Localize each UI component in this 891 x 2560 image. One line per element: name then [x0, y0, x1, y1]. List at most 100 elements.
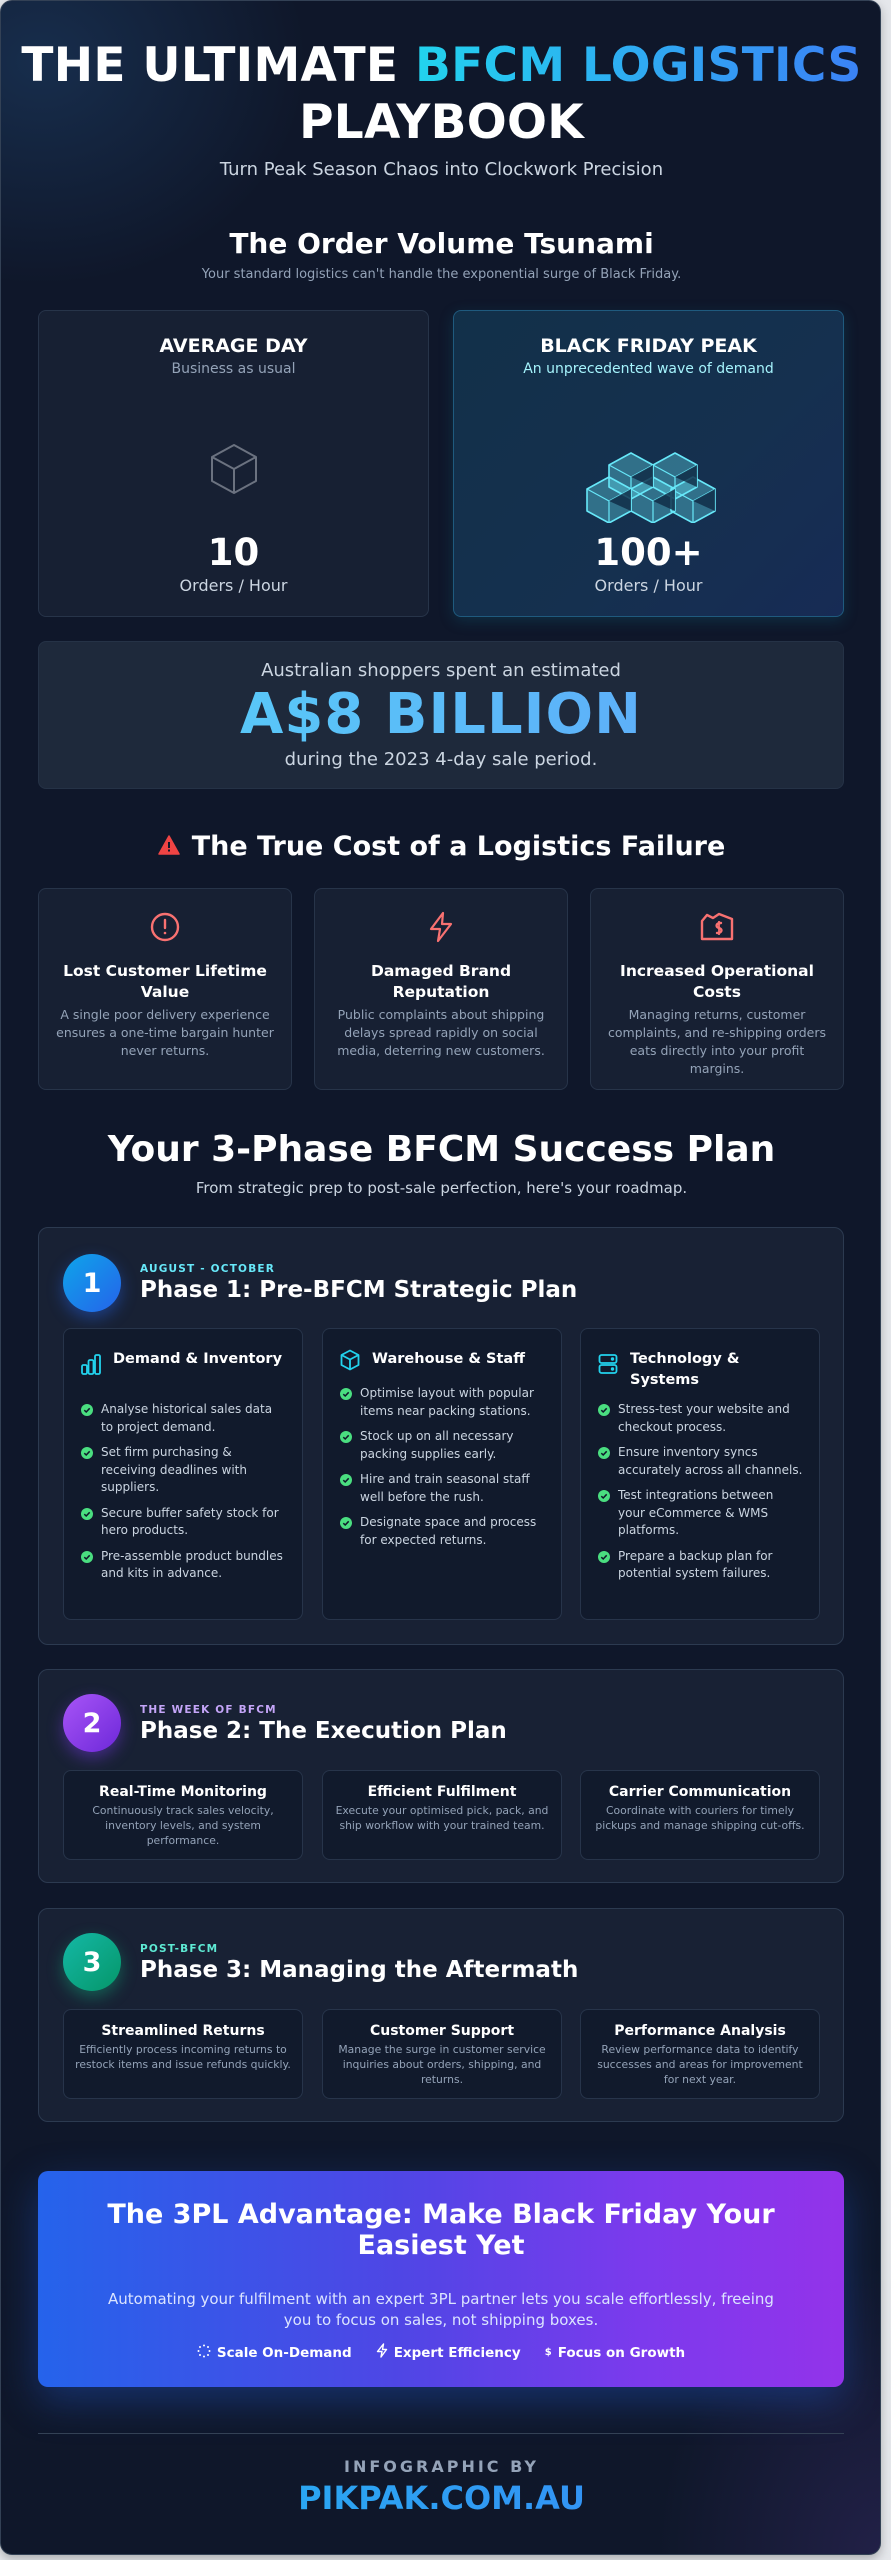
volume-title: The Order Volume Tsunami [229, 227, 654, 260]
orders-unit: Orders / Hour [594, 576, 703, 595]
check-circle-icon [81, 1404, 93, 1416]
checklist-item: Prepare a backup plan for potential syst… [598, 1548, 803, 1583]
cost-card-title: Increased Operational Costs [620, 962, 814, 1001]
stat-post-text: during the 2023 4-day sale period. [284, 749, 598, 770]
cost-card-lifetime-value: Lost Customer Lifetime Value A single po… [38, 888, 292, 1090]
phase-3-card: 3 POST-BFCM Phase 3: Managing the Afterm… [38, 1908, 844, 2122]
phase-card-title: Customer Support [369, 2023, 515, 2039]
cost-card-operational-costs: Increased Operational Costs Managing ret… [590, 888, 844, 1090]
volume-subtitle: Your standard logistics can't handle the… [201, 267, 682, 282]
stat-pre-text: Australian shoppers spent an estimated [261, 660, 621, 681]
main-subtitle: Turn Peak Season Chaos into Clockwork Pr… [219, 159, 664, 180]
phase-card-performance-analysis: Performance Analysis Review performance … [580, 2009, 820, 2099]
box-icon [340, 1349, 362, 1375]
check-circle-icon [598, 1490, 610, 1502]
checklist-item: Ensure inventory syncs accurately across… [598, 1444, 803, 1479]
orders-value: 10 [207, 531, 260, 574]
feature-expert-efficiency: Expert Efficiency [376, 2343, 521, 2362]
cta-text: Automating your fulfilment with an exper… [108, 2290, 774, 2329]
technology-systems-column: Technology & Systems Stress-test your we… [580, 1328, 820, 1620]
stat-big-value: A$8 BILLION [39, 682, 843, 747]
phase-card-title: Real-Time Monitoring [99, 1784, 267, 1800]
feature-label: Focus on Growth [557, 2344, 686, 2361]
stacked-boxes-icon [454, 451, 843, 523]
plan-subtitle: From strategic prep to post-sale perfect… [195, 1179, 688, 1197]
lightning-icon [315, 911, 567, 943]
cost-card-desc: A single poor delivery experience ensure… [56, 1007, 274, 1058]
phase-card-title: Carrier Communication [608, 1784, 792, 1800]
checklist: Analyse historical sales data to project… [81, 1401, 286, 1583]
black-friday-peak-card: BLACK FRIDAY PEAK An unprecedented wave … [453, 310, 844, 617]
phase-card-title: Performance Analysis [614, 2023, 786, 2039]
check-circle-icon [340, 1431, 352, 1443]
phase-number-badge: 3 [63, 1933, 121, 1991]
checklist-item: Optimise layout with popular items near … [340, 1385, 545, 1420]
checklist-item: Test integrations between your eCommerce… [598, 1487, 803, 1540]
main-title: THE ULTIMATE BFCM LOGISTICS PLAYBOOK [1, 37, 880, 151]
check-circle-icon [340, 1517, 352, 1529]
credit-label: INFOGRAPHIC BY [344, 2457, 539, 2476]
check-circle-icon [340, 1474, 352, 1486]
column-title: Warehouse & Staff [372, 1351, 525, 1367]
server-icon [598, 1353, 620, 1379]
cost-card-desc: Public complaints about shipping delays … [337, 1007, 545, 1058]
card-label: BLACK FRIDAY PEAK [540, 335, 757, 357]
column-title: Demand & Inventory [113, 1351, 283, 1367]
money-wallet-icon [591, 911, 843, 943]
phase-2-card: 2 THE WEEK OF BFCM Phase 2: The Executio… [38, 1669, 844, 1883]
feature-label: Expert Efficiency [393, 2344, 521, 2361]
cost-card-desc: Managing returns, customer complaints, a… [608, 1007, 826, 1076]
check-circle-icon [81, 1447, 93, 1459]
phase-card-title: Streamlined Returns [101, 2023, 265, 2039]
plan-title: Your 3-Phase BFCM Success Plan [107, 1129, 776, 1170]
phase-card-title: Efficient Fulfilment [367, 1784, 517, 1800]
checklist-item: Stress-test your website and checkout pr… [598, 1401, 803, 1436]
checklist-item: Pre-assemble product bundles and kits in… [81, 1548, 286, 1583]
phase-kicker: THE WEEK OF BFCM [140, 1704, 277, 1716]
checklist-item: Set firm purchasing & receiving deadline… [81, 1444, 286, 1497]
dollar-icon: $ [544, 2347, 552, 2358]
feature-focus-on-growth: $ Focus on Growth [545, 2343, 685, 2362]
scale-spinner-icon [197, 2344, 211, 2362]
cta-features: Scale On-Demand Expert Efficiency $ Focu… [38, 2343, 844, 2362]
checklist: Stress-test your website and checkout pr… [598, 1401, 803, 1583]
phase-1-card: 1 AUGUST - OCTOBER Phase 1: Pre-BFCM Str… [38, 1227, 844, 1645]
credit-site-link[interactable]: PIKPAK.COM.AU [1, 2479, 880, 2517]
cost-card-title: Lost Customer Lifetime Value [63, 962, 267, 1001]
checklist: Optimise layout with popular items near … [340, 1385, 545, 1549]
check-circle-icon [340, 1388, 352, 1400]
average-day-card: AVERAGE DAY Business as usual 10 Orders … [38, 310, 429, 617]
orders-value: 100+ [594, 531, 703, 574]
phase-title: Phase 3: Managing the Aftermath [140, 1957, 579, 1983]
warehouse-staff-column: Warehouse & Staff Optimise layout with p… [322, 1328, 562, 1620]
single-box-icon [39, 441, 428, 495]
phase-title: Phase 1: Pre-BFCM Strategic Plan [140, 1277, 578, 1303]
feature-label: Scale On-Demand [216, 2344, 352, 2361]
phase-card-desc: Continuously track sales velocity, inven… [92, 1804, 274, 1847]
phase-card-desc: Execute your optimised pick, pack, and s… [335, 1804, 549, 1832]
phase-card-efficient-fulfilment: Efficient Fulfilment Execute your optimi… [322, 1770, 562, 1860]
check-circle-icon [598, 1550, 610, 1563]
phase-number-badge: 1 [63, 1254, 121, 1312]
card-desc: An unprecedented wave of demand [523, 361, 774, 377]
cost-title: The True Cost of a Logistics Failure [1, 831, 880, 862]
cost-card-title: Damaged Brand Reputation [370, 962, 512, 1001]
cta-title: The 3PL Advantage: Make Black Friday You… [107, 2199, 775, 2261]
check-circle-icon [598, 1447, 610, 1459]
checklist-item: Designate space and process for expected… [340, 1514, 545, 1549]
phase-card-desc: Coordinate with couriers for timely pick… [595, 1804, 805, 1832]
feature-scale-on-demand: Scale On-Demand [197, 2343, 352, 2362]
check-circle-icon [598, 1404, 610, 1416]
card-label: AVERAGE DAY [159, 335, 308, 357]
footer-divider [38, 2433, 844, 2434]
phase-card-desc: Efficiently process incoming returns to … [75, 2043, 291, 2071]
title-accent: BFCM LOGISTICS [415, 38, 862, 93]
phase-card-carrier-communication: Carrier Communication Coordinate with co… [580, 1770, 820, 1860]
checklist-item: Analyse historical sales data to project… [81, 1401, 286, 1436]
card-desc: Business as usual [171, 361, 296, 377]
title-part-2: PLAYBOOK [299, 95, 584, 150]
bar-chart-icon [81, 1353, 103, 1379]
cost-title-text: The True Cost of a Logistics Failure [191, 831, 726, 862]
demand-inventory-column: Demand & Inventory Analyse historical sa… [63, 1328, 303, 1620]
